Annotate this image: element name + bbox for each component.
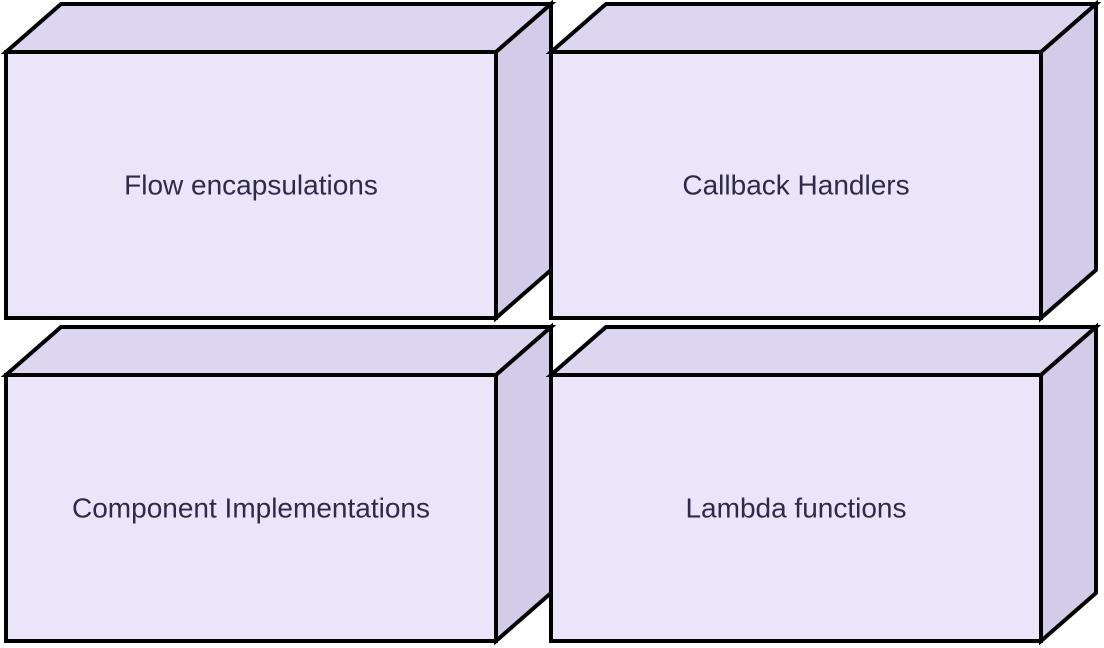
box-top-face	[0, 1, 557, 54]
node-flow-encapsulations: Flow encapsulations	[0, 0, 557, 323]
box-side-face	[1039, 0, 1098, 323]
box-top-face	[545, 325, 1102, 377]
box-front-face	[549, 50, 1043, 320]
box-front-face	[549, 373, 1043, 643]
node-label: Flow encapsulations	[124, 170, 378, 201]
node-component-implementations: Component Implementations	[0, 322, 557, 646]
box-top-face	[0, 325, 557, 377]
box-side-face	[494, 0, 553, 323]
node-label: Component Implementations	[72, 493, 430, 524]
box-front-face	[4, 373, 498, 643]
box-side-face	[494, 322, 553, 646]
node-callback-handlers: Callback Handlers	[545, 0, 1102, 323]
box-side-face	[1039, 322, 1098, 646]
node-label: Lambda functions	[685, 493, 906, 524]
box-top-face	[545, 1, 1102, 54]
node-label: Callback Handlers	[682, 170, 909, 201]
node-lambda-functions: Lambda functions	[545, 322, 1102, 646]
box-front-face	[4, 50, 498, 320]
